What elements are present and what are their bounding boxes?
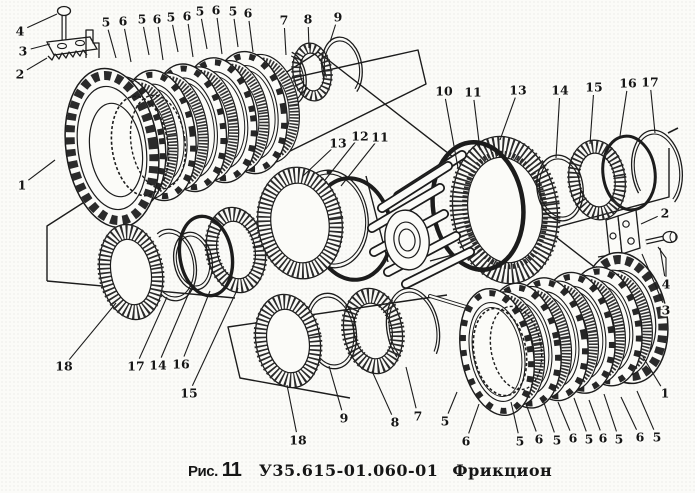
callout-16: 16 [619,75,637,90]
callout-5: 5 [516,433,525,448]
bolt-plate-lockplate [45,5,100,61]
callout-5: 5 [229,3,238,18]
rings-18-9-8-7 [253,287,441,389]
callout-6: 6 [183,8,192,23]
callout-8: 8 [391,414,400,429]
callout-5: 5 [553,432,562,447]
figure-caption: Рис. 11 У35.615-01.060-01 Фрикцион [188,459,552,482]
callout-10: 10 [435,83,453,98]
callout-6: 6 [599,430,608,445]
callout-5: 5 [167,9,176,24]
callout-15: 15 [585,79,602,94]
callout-5: 5 [196,3,205,18]
callout-17: 17 [127,358,144,373]
callout-16: 16 [172,356,190,371]
callout-6: 6 [153,11,162,26]
rings-13-12-11 [256,166,394,282]
callout-2: 2 [16,66,25,81]
callout-7: 7 [414,408,423,423]
clutch-pack-lower [459,251,669,417]
callout-18: 18 [55,358,73,373]
figure-caption-number: 11 [221,459,242,481]
part-name: Фрикцион [452,461,553,480]
callout-15: 15 [180,385,197,400]
callout-11: 11 [464,84,481,99]
callout-5: 5 [585,431,594,446]
callout-5: 5 [138,11,147,26]
callout-6: 6 [535,431,544,446]
callout-1: 1 [18,177,27,192]
callout-1: 1 [661,385,670,400]
callout-2: 2 [661,205,670,220]
callout-12: 12 [351,128,368,143]
callout-14: 14 [149,357,167,372]
callout-9: 9 [334,9,343,24]
callout-5: 5 [102,14,111,29]
callout-5: 5 [441,413,450,428]
rings-14-15-16-17 [536,127,684,222]
lock-bracket-bolt [597,209,678,277]
callout-13: 13 [509,82,526,97]
callout-6: 6 [212,2,221,17]
callout-14: 14 [551,82,569,97]
part-number: У35.615-01.060-01 [258,461,439,480]
clutch-pack-upper [64,50,300,321]
callout-8: 8 [304,11,313,26]
callout-6: 6 [569,430,578,445]
callout-3: 3 [19,43,28,58]
callout-13: 13 [329,135,346,150]
callout-17: 17 [641,74,658,89]
callout-18: 18 [289,432,307,447]
callout-5: 5 [615,431,624,446]
callout-6: 6 [462,433,471,448]
callout-3: 3 [662,302,671,317]
callout-6: 6 [244,5,253,20]
callout-11: 11 [371,129,388,144]
callout-5: 5 [653,429,662,444]
callout-7: 7 [280,12,289,27]
figure-caption-label: Рис. [188,463,218,480]
callout-4: 4 [16,23,25,38]
callout-9: 9 [340,410,349,425]
callout-6: 6 [119,13,128,28]
callout-4: 4 [662,276,671,291]
callout-6: 6 [636,429,645,444]
